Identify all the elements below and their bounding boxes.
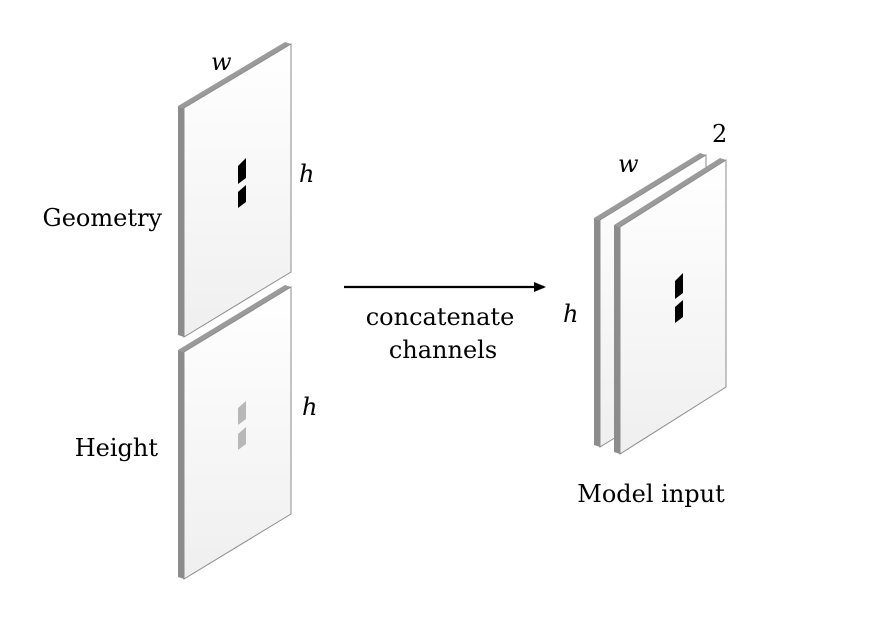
geometry-panel-face <box>183 43 292 338</box>
geometry-height-symbol: h <box>299 160 314 188</box>
height-panel-height-symbol: h <box>302 393 317 421</box>
height-panel-face <box>183 286 292 580</box>
geometry-panel <box>178 42 292 338</box>
height-mark-lower <box>238 427 246 450</box>
height-panel-side-edge <box>178 350 184 579</box>
model-input-front-panel <box>614 158 727 455</box>
arrow-label-line2: channels <box>389 336 497 364</box>
left-width-symbol: w <box>211 48 232 76</box>
height-mark-upper <box>238 401 246 425</box>
model-input-mark-upper <box>675 273 683 299</box>
back-panel-top-edge <box>594 153 706 220</box>
model-input-mark-lower <box>675 300 683 323</box>
right-width-symbol: w <box>618 150 639 178</box>
geometry-mark-lower <box>238 185 246 208</box>
arrow-label-line1: concatenate <box>366 303 515 331</box>
front-panel-side-edge <box>614 225 620 454</box>
channel-count-label: 2 <box>712 120 727 148</box>
geometry-mark-upper <box>238 158 246 184</box>
model-input-caption: Model input <box>577 480 725 508</box>
geometry-label: Geometry <box>43 204 163 232</box>
front-panel-top-edge <box>614 158 726 227</box>
back-panel-side-edge <box>594 218 600 447</box>
height-label: Height <box>75 434 159 462</box>
right-height-symbol: h <box>563 300 578 328</box>
geometry-panel-top-edge <box>178 42 291 108</box>
front-panel-face <box>619 159 727 455</box>
height-panel-top-edge <box>178 285 291 352</box>
geometry-panel-side-edge <box>178 106 184 337</box>
height-panel <box>178 285 292 580</box>
